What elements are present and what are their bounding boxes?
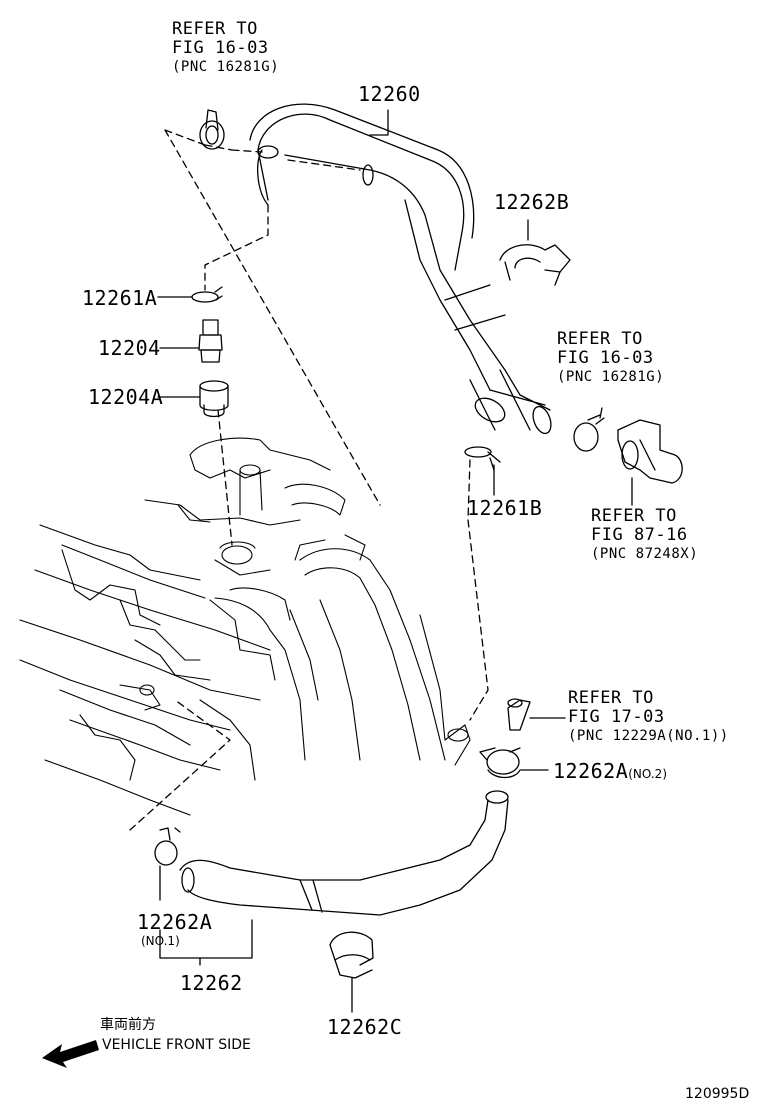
engine-outline [19, 437, 471, 816]
clamp-top [199, 109, 225, 150]
clamp-12262C [329, 931, 374, 1013]
label-12261A: 12261A [82, 286, 158, 310]
dashed-guide-left [164, 129, 381, 506]
grommet-12204A [157, 380, 229, 418]
leader-12260 [369, 109, 389, 136]
ref-fig87: REFER TO FIG 87-16 (PNC 87248X) [591, 507, 698, 564]
ref-fig17: REFER TO FIG 17-03 (PNC 12229A(NO.1)) [568, 689, 729, 746]
hose-12260 [249, 103, 552, 435]
label-12204: 12204 [98, 336, 161, 360]
ref-fig17-line1: REFER TO [568, 688, 654, 708]
label-12262A-no2-sub: (NO.2) [628, 767, 667, 781]
ref-right-mid-line2: FIG 16-03 [557, 348, 654, 368]
direction-en: VEHICLE FRONT SIDE [102, 1037, 251, 1053]
dashed-guide-top [231, 149, 361, 171]
label-12262A-no1-main: 12262A [137, 910, 213, 934]
junction-fitting [573, 407, 683, 484]
ref-top: REFER TO FIG 16-03 (PNC 16281G) [172, 20, 279, 77]
leader-12262 [159, 919, 253, 966]
clip-12261A [157, 286, 223, 303]
label-12262C: 12262C [327, 1015, 403, 1039]
ref-top-line3: (PNC 16281G) [172, 59, 280, 75]
label-12262A-no1-sub: (NO.1) [141, 934, 180, 948]
ref-fig87-line3: (PNC 87248X) [591, 546, 699, 562]
label-12260: 12260 [358, 82, 421, 106]
figure-code: 120995D [685, 1086, 750, 1102]
ref-fig17-line2: FIG 17-03 [568, 707, 665, 727]
pcv-valve-12204 [159, 319, 223, 363]
label-12262: 12262 [180, 971, 243, 995]
direction-jp: 車両前方 [100, 1017, 156, 1033]
label-12262A-no2: 12262A(NO.2) [553, 761, 667, 781]
pipe-stub-17-03 [507, 698, 566, 731]
dashed-guide-pcv [204, 204, 269, 291]
hose-12262 [179, 790, 509, 916]
clip-12261B [464, 446, 501, 496]
ref-top-line2: FIG 16-03 [172, 38, 269, 58]
label-12262A-no2-main: 12262A [553, 759, 629, 783]
label-12204A: 12204A [88, 385, 164, 409]
arrow-left-icon [42, 1040, 99, 1068]
clamp-12262B [499, 219, 571, 286]
label-12262A-no1: 12262A (NO.1) [137, 912, 212, 947]
ref-fig17-line3: (PNC 12229A(NO.1)) [568, 728, 729, 744]
clamp-12262A-no1 [154, 827, 181, 901]
ref-fig87-line1: REFER TO [591, 506, 677, 526]
clamp-12262A-no2 [479, 747, 521, 779]
ref-top-line1: REFER TO [172, 19, 258, 39]
ref-fig87-line2: FIG 87-16 [591, 525, 688, 545]
ref-right-mid-line1: REFER TO [557, 329, 643, 349]
dashed-guide-engine-left [129, 699, 231, 831]
label-12261B: 12261B [467, 496, 543, 520]
label-12262B: 12262B [494, 190, 570, 214]
dashed-guide-grommet [217, 409, 233, 546]
ref-right-mid-line3: (PNC 16281G) [557, 369, 665, 385]
dashed-guide-right [467, 459, 489, 721]
ref-right-mid: REFER TO FIG 16-03 (PNC 16281G) [557, 330, 664, 387]
